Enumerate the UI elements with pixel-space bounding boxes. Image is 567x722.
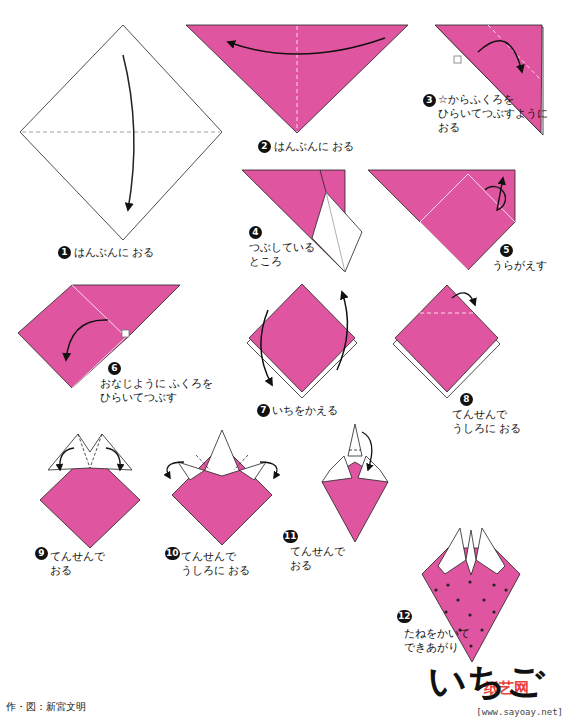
illustration-part (260, 462, 277, 478)
seed-dot (469, 644, 472, 647)
illustration-part (368, 170, 515, 270)
step-text: はんぶんに おる (274, 140, 355, 154)
watermark-url: [www.sayoay.net] (476, 705, 563, 719)
step-8 (393, 285, 500, 398)
title-text: いちご (428, 660, 545, 702)
seed-dot (492, 610, 495, 613)
step-text: てんせんで うしろに おる (181, 550, 260, 578)
callout-number: 6 (108, 362, 121, 375)
step-text: たねをかいて できあがり (404, 627, 477, 655)
callout-number: 1 (58, 246, 71, 259)
illustration-part (420, 313, 474, 314)
step-text: ☆からふくろを ひらいてつぶすように おる (438, 93, 555, 135)
illustration-part (234, 455, 248, 470)
seed-dot (456, 598, 459, 601)
illustration-part (312, 192, 362, 272)
illustration-part (320, 170, 326, 192)
callout-number: 7 (257, 404, 270, 417)
callout-number: 11 (283, 530, 298, 543)
step-11 (322, 424, 388, 542)
illustration-part (478, 41, 522, 72)
step-1 (20, 25, 222, 240)
illustration-part (228, 38, 385, 54)
seed-dot (446, 583, 449, 586)
step-text: いちをかえる (272, 404, 338, 418)
seed-dot (504, 588, 507, 591)
illustration-part (196, 455, 210, 470)
illustration-part (454, 56, 461, 63)
step-2 (186, 25, 408, 133)
callout-number: 10 (165, 547, 180, 560)
illustration-part (322, 456, 352, 482)
illustration-part (326, 192, 345, 272)
illustration-part (60, 448, 74, 470)
illustration-part (178, 430, 266, 480)
callout-number: 3 (423, 94, 436, 107)
illustration-part (438, 528, 466, 574)
callout-number: 8 (460, 393, 473, 406)
illustration-part (249, 284, 355, 392)
callout-number: 2 (258, 140, 271, 153)
illustration-part (452, 293, 475, 305)
seed-dot (444, 610, 447, 613)
seed-dot (434, 588, 437, 591)
illustration-part (18, 285, 180, 388)
illustration-part (72, 285, 126, 388)
illustration-part (348, 424, 362, 456)
illustration-part (349, 450, 361, 451)
illustration-part (476, 528, 505, 574)
illustration-part (167, 462, 184, 478)
illustration-part (106, 448, 120, 470)
seed-dot (480, 628, 483, 631)
illustration-part (337, 292, 347, 370)
callout-number: 12 (397, 610, 412, 623)
step-9 (40, 434, 140, 548)
step-4 (242, 170, 362, 272)
illustration-part (186, 25, 408, 133)
illustration-part (420, 174, 515, 222)
step-text: てんせんで おる (290, 545, 352, 573)
illustration-part (123, 55, 134, 210)
illustration-part (358, 456, 388, 482)
seed-dot (492, 583, 495, 586)
illustration-part (466, 530, 476, 575)
seed-dot (482, 598, 485, 601)
illustration-part (22, 132, 220, 133)
callout-number: 5 (500, 244, 513, 257)
step-text: うらがえす (492, 259, 547, 273)
illustration-part (485, 178, 505, 210)
illustration-part (66, 320, 108, 360)
credit-text: 作・図：新宮文明 (6, 700, 86, 714)
step-text: てんせんで うしろに おる (452, 408, 531, 436)
callout-number: 9 (35, 547, 48, 560)
illustration-part (122, 330, 129, 337)
step-6 (18, 285, 180, 388)
illustration-part (48, 434, 132, 470)
step-5 (368, 170, 515, 270)
illustration-part (420, 222, 468, 270)
seed-dot (468, 613, 471, 616)
step-text: はんぶんに おる (74, 246, 155, 260)
step-text: おなじように ふくろを ひらいてつぶす (100, 377, 221, 405)
illustration-part (78, 434, 90, 468)
step-7 (247, 284, 357, 398)
step-text: てんせんで おる (50, 550, 112, 578)
illustration-part (20, 25, 222, 240)
callout-number: 4 (249, 226, 262, 239)
illustration-part (297, 26, 298, 132)
illustration-part (90, 434, 102, 468)
seed-dot (468, 580, 471, 583)
illustration-part (362, 432, 372, 470)
step-10 (167, 430, 277, 545)
illustration-part (261, 310, 272, 385)
illustration-part (395, 285, 498, 392)
step-text: つぶしている ところ (249, 241, 322, 269)
